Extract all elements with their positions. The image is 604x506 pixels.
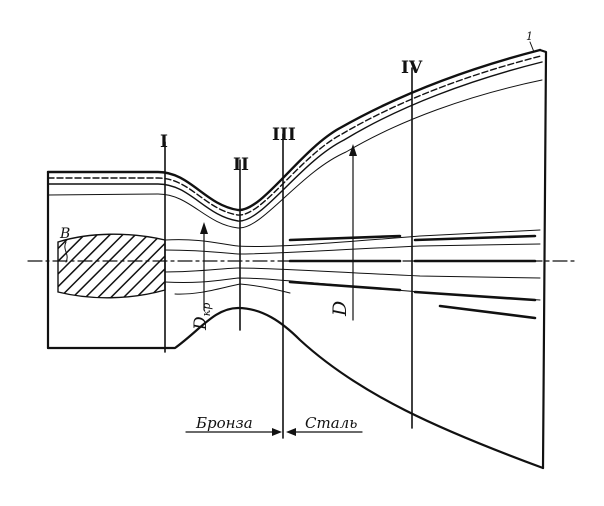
exit-diameter-dimension <box>349 144 357 321</box>
section-label-4: IV <box>401 58 423 78</box>
zone-b-leader <box>64 241 68 263</box>
throat-diameter-label: Dкр <box>191 303 213 331</box>
material-bronze-label: Бронза <box>195 414 253 432</box>
exit-face <box>538 48 548 470</box>
section-label-1: I <box>160 132 168 152</box>
wall-marker-leader <box>529 41 535 53</box>
combustion-zone <box>57 233 166 299</box>
wall-marker-label: 1 <box>526 30 533 43</box>
throat-diameter-dimension <box>200 222 208 311</box>
exit-diameter-label: D <box>329 301 351 317</box>
material-boundary-arrows <box>185 428 363 436</box>
streak-lines <box>288 234 537 320</box>
section-lines <box>164 67 413 439</box>
section-label-3: III <box>272 125 296 145</box>
zone-b-label: B <box>59 226 70 242</box>
section-label-2: II <box>233 155 249 175</box>
lower-wall <box>46 306 545 470</box>
upper-wall <box>46 48 543 229</box>
material-steel-label: Сталь <box>305 414 357 432</box>
